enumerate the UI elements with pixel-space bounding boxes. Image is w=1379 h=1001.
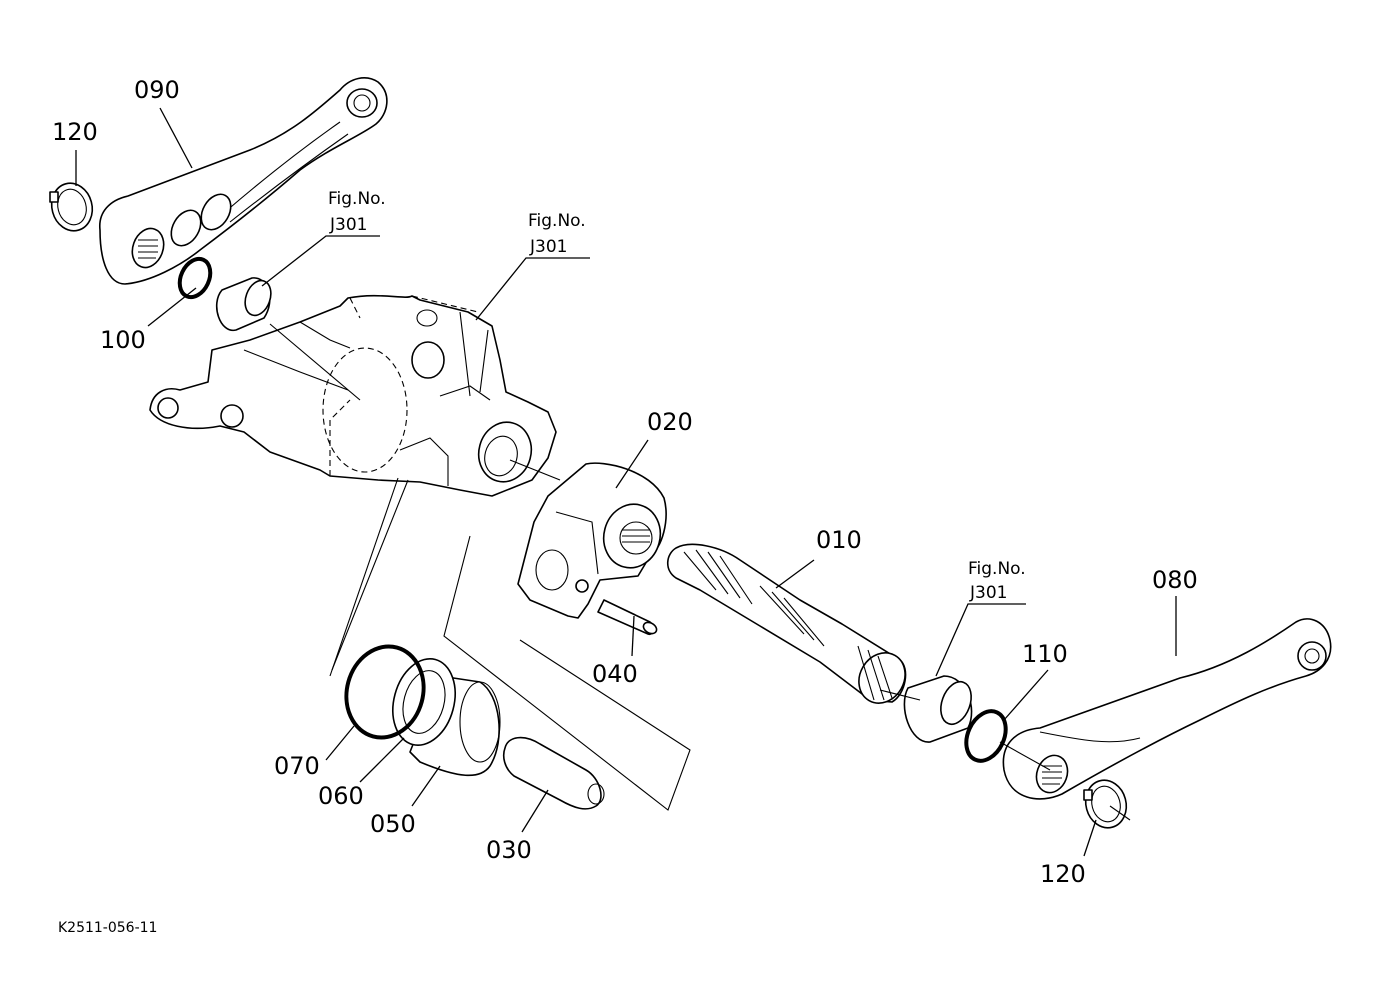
figure-reference-3[interactable]: Fig.No. J301: [968, 559, 1026, 603]
lift-arm-080[interactable]: [1002, 618, 1332, 800]
lift-arm-090[interactable]: [99, 77, 388, 285]
arm-020[interactable]: [517, 462, 667, 619]
o-ring-070[interactable]: [336, 638, 433, 747]
fig-ref-1-label: Fig.No.: [328, 189, 386, 209]
callout-030[interactable]: 030: [486, 836, 532, 864]
fig-ref-3-label: Fig.No.: [968, 559, 1026, 579]
figure-reference-1[interactable]: Fig.No. J301: [328, 189, 386, 235]
bushing-j301-lower: [903, 675, 973, 743]
assembly-guide-lines: [269, 323, 1131, 821]
callout-leaders: [75, 107, 1177, 857]
fig-ref-2-number: J301: [529, 237, 567, 257]
callout-100[interactable]: 100: [100, 326, 146, 354]
snap-ring-120-bottom[interactable]: [1080, 776, 1131, 833]
bushing-j301-upper: [215, 277, 272, 331]
callout-120-top[interactable]: 120: [52, 118, 98, 146]
piston-030[interactable]: [502, 736, 605, 810]
snap-ring-120-top[interactable]: [46, 179, 97, 236]
pin-040[interactable]: [597, 599, 659, 636]
fig-ref-1-number: J301: [329, 215, 367, 235]
figure-reference-2[interactable]: Fig.No. J301: [528, 211, 586, 257]
callout-labels: 090 120 100 020 010 040 080 110 120 070 …: [52, 76, 1198, 888]
callout-010[interactable]: 010: [816, 526, 862, 554]
callout-050[interactable]: 050: [370, 810, 416, 838]
callout-080[interactable]: 080: [1152, 566, 1198, 594]
shaft-010[interactable]: [666, 543, 914, 711]
callout-040[interactable]: 040: [592, 660, 638, 688]
fig-ref-2-label: Fig.No.: [528, 211, 586, 231]
callout-120-bottom[interactable]: 120: [1040, 860, 1086, 888]
lift-housing: [149, 294, 557, 497]
callout-110[interactable]: 110: [1022, 640, 1068, 668]
callout-020[interactable]: 020: [647, 408, 693, 436]
fig-ref-3-number: J301: [969, 583, 1007, 603]
callout-070[interactable]: 070: [274, 752, 320, 780]
callout-090[interactable]: 090: [134, 76, 180, 104]
drawing-code: K2511-056-11: [58, 920, 157, 936]
callout-060[interactable]: 060: [318, 782, 364, 810]
